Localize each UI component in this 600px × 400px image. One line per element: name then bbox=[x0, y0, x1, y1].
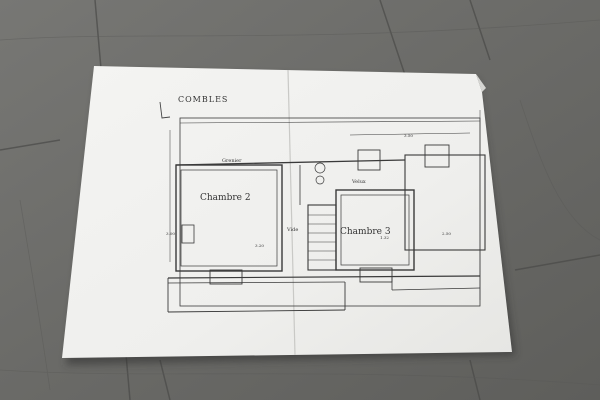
corner-mark bbox=[159, 101, 171, 119]
bottom-wall bbox=[167, 275, 481, 279]
skylight-note: Velux bbox=[352, 179, 366, 185]
paper-fold bbox=[287, 69, 296, 356]
room-label-vide: Vide bbox=[287, 227, 299, 233]
floor-plan-drawing bbox=[167, 110, 486, 313]
room-label-chambre-3: Chambre 3 bbox=[340, 227, 391, 237]
window-bottom-right bbox=[359, 267, 393, 283]
skylight-right bbox=[424, 144, 450, 168]
floor-grain bbox=[0, 19, 600, 391]
room-label-grenier: Grenier bbox=[222, 158, 242, 164]
dim-bottom-left: 3.20 bbox=[255, 243, 264, 248]
dim-top-right: 3.50 bbox=[404, 133, 413, 138]
plan-title: COMBLES bbox=[178, 95, 229, 104]
fixture-left bbox=[181, 224, 195, 244]
room-label-chambre-2: Chambre 2 bbox=[200, 193, 251, 203]
paper-curl bbox=[476, 74, 486, 92]
chambre-3-walls bbox=[335, 189, 415, 271]
window-bottom-left bbox=[209, 269, 243, 285]
dim-bottom-right: 1.32 bbox=[380, 235, 389, 240]
dim-right: 2.50 bbox=[442, 231, 451, 236]
right-room bbox=[404, 154, 486, 251]
lower-outline bbox=[167, 309, 346, 313]
dim-left: 3.00 bbox=[166, 231, 175, 236]
paper-sheet bbox=[62, 66, 512, 358]
